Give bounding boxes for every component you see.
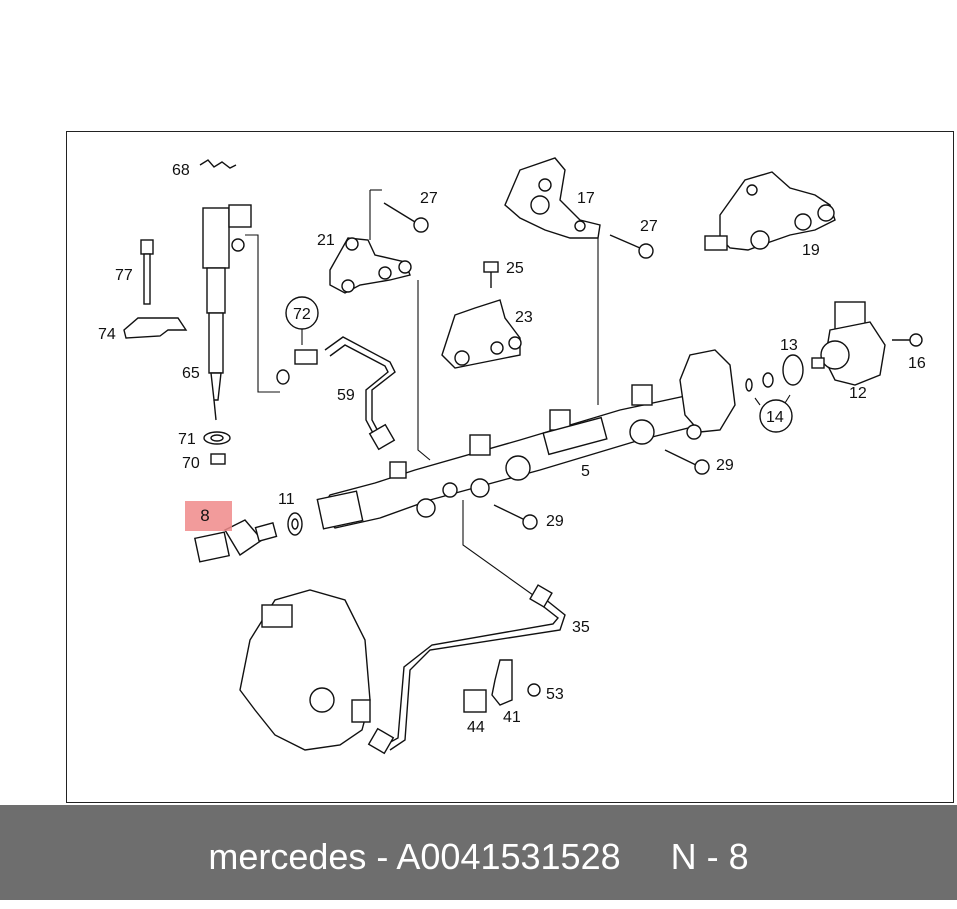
label-5: 5 xyxy=(581,463,590,480)
label-53: 53 xyxy=(546,686,564,703)
label-77: 77 xyxy=(115,267,133,284)
label-59: 59 xyxy=(337,387,355,404)
pipe-59-shape xyxy=(324,336,396,436)
nut-53-shape xyxy=(527,683,541,697)
bolt-77-shape xyxy=(140,239,154,305)
seal-70-shape xyxy=(210,453,226,465)
footer-bar: mercedes - A0041531528 N - 8 xyxy=(0,805,957,900)
bracket-23-shape xyxy=(441,299,521,369)
label-19: 19 xyxy=(802,242,820,259)
label-29-right: 29 xyxy=(716,457,734,474)
label-72: 72 xyxy=(293,306,311,323)
highlight-label-8: 8 xyxy=(200,506,210,525)
label-11: 11 xyxy=(278,491,295,508)
label-13: 13 xyxy=(780,337,798,354)
footer-caption: mercedes - A0041531528 N - 8 xyxy=(208,836,749,877)
label-29-bottom: 29 xyxy=(546,513,564,530)
sleeve-44-shape xyxy=(463,689,487,713)
high-pressure-pump-shape xyxy=(239,589,371,751)
label-44: 44 xyxy=(467,719,485,736)
injector-part xyxy=(202,204,252,421)
highlight-part-8 xyxy=(185,501,232,531)
label-21: 21 xyxy=(317,232,335,249)
clip-68-shape xyxy=(199,159,237,169)
label-27-right: 27 xyxy=(640,218,658,235)
label-68: 68 xyxy=(172,162,190,179)
regulator-12-shape xyxy=(811,301,886,386)
label-23: 23 xyxy=(515,309,533,326)
bracket-21-shape xyxy=(329,237,411,294)
pressure-sensor-8-shape xyxy=(194,519,278,563)
label-16: 16 xyxy=(908,355,926,372)
o-ring-13-shape xyxy=(782,354,804,386)
label-74: 74 xyxy=(98,326,116,343)
label-35: 35 xyxy=(572,619,590,636)
label-25: 25 xyxy=(506,260,524,277)
bracket-17-shape xyxy=(504,157,601,239)
clamp-74-shape xyxy=(123,317,188,339)
label-12: 12 xyxy=(849,385,867,402)
fuel-rail-5-shape xyxy=(316,384,706,530)
label-71: 71 xyxy=(178,431,196,448)
clip-41-shape xyxy=(491,659,513,706)
label-27-top: 27 xyxy=(420,190,438,207)
label-65: 65 xyxy=(182,365,200,382)
label-70: 70 xyxy=(182,455,200,472)
label-14: 14 xyxy=(766,409,784,426)
label-17: 17 xyxy=(577,190,595,207)
label-41: 41 xyxy=(503,709,521,726)
callout-14-circle xyxy=(759,399,793,433)
